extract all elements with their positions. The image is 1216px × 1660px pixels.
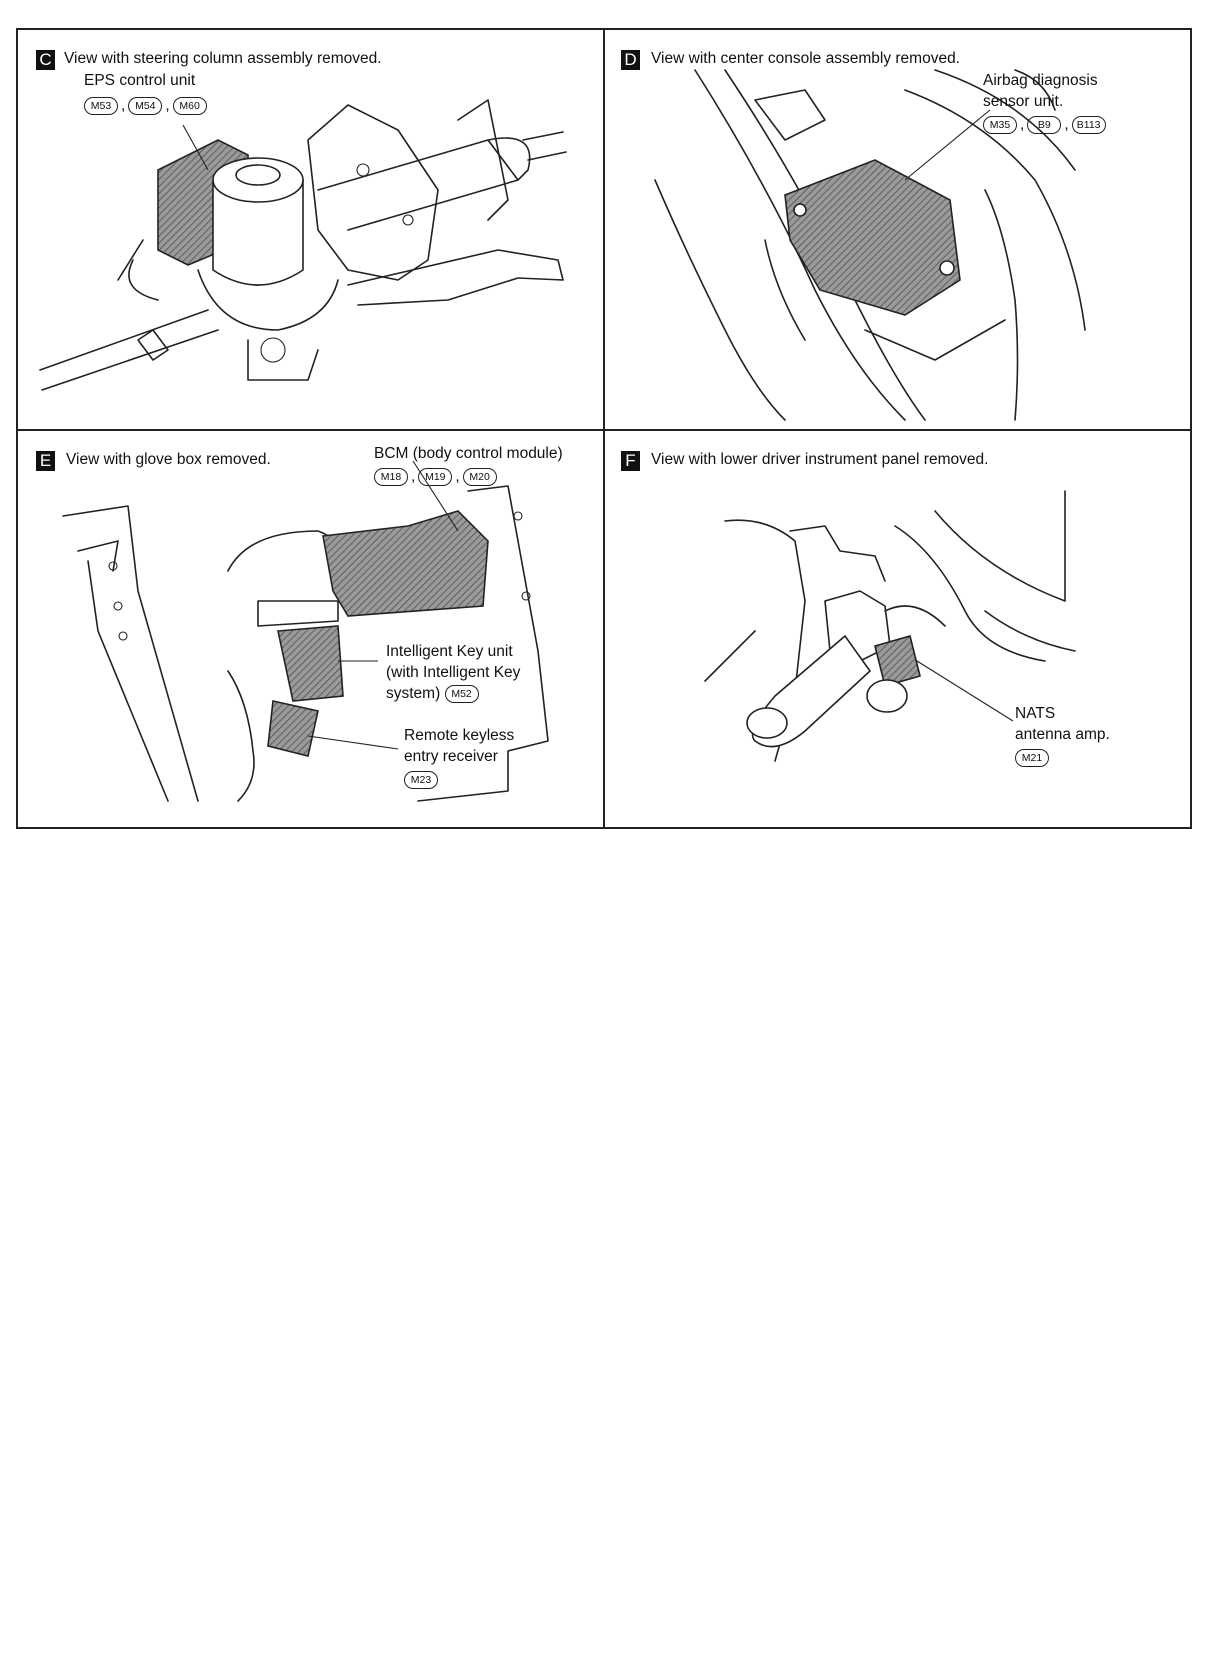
nats-label: NATS antenna amp. M21 [1015,703,1110,768]
connector-badge: M60 [172,96,207,115]
key-label-line: Intelligent Key unit [386,643,513,660]
airbag-label-line: sensor unit. [983,93,1064,110]
horizontal-divider [18,429,1190,431]
bcm-connectors: M18,M19,M20 [374,466,563,487]
connector-badge: B113 [1071,115,1106,134]
panel-f-title: View with lower driver instrument panel … [651,451,989,468]
panel-d-letter: D [621,50,640,70]
bcm-label: BCM (body control module) M18,M19,M20 [374,443,563,487]
connector-badge: B9 [1027,115,1062,134]
panel-c-title: View with steering column assembly remov… [64,50,382,67]
airbag-label-line: Airbag diagnosis [983,72,1098,89]
panel-f-letter: F [621,451,640,471]
remote-label-line: Remote keyless [404,727,515,744]
component-location-grid: C View with steering column assembly rem… [16,28,1192,829]
nats-connector-line: M21 [1015,747,1110,768]
intelligent-key-label: Intelligent Key unit (with Intelligent K… [386,641,520,704]
connector-badge: M35 [983,115,1017,134]
key-label-last-line: system) M52 [386,683,520,704]
remote-label-line: entry receiver [404,748,498,765]
bcm-label-line: BCM (body control module) [374,445,563,462]
remote-keyless-label: Remote keyless entry receiver M23 [404,725,514,790]
panel-f: F View with lower driver instrument pane… [605,431,1190,827]
connector-badge: M54 [128,96,163,115]
steering-column-illustration [39,99,567,391]
airbag-sensor-label: Airbag diagnosis sensor unit. M35,B9,B11… [983,70,1106,135]
driver-panel-illustration [704,490,1076,762]
panel-e: E View with glove box removed. BCM (body… [18,431,603,827]
vertical-divider [603,30,605,827]
panel-d-title: View with center console assembly remove… [651,50,960,67]
nats-label-line: antenna amp. [1015,726,1110,743]
key-label-line: system) [386,685,441,702]
connector-badge: M52 [444,684,479,703]
center-console-illustration [654,69,1086,421]
connector-badge: M53 [84,96,118,115]
eps-label-line: EPS control unit [84,72,196,89]
panel-c: C View with steering column assembly rem… [18,30,603,429]
connector-badge: M23 [404,770,438,789]
remote-connector-line: M23 [404,769,514,790]
connector-badge: M21 [1015,748,1049,767]
nats-label-line: NATS [1015,705,1056,722]
panel-e-title: View with glove box removed. [66,451,271,468]
eps-control-unit-label: EPS control unit M53,M54,M60 [84,70,207,116]
connector-badge: M18 [374,467,408,486]
connector-badge: M20 [462,467,497,486]
eps-connectors: M53,M54,M60 [84,95,207,116]
connector-badge: M19 [418,467,453,486]
airbag-connectors: M35,B9,B113 [983,114,1106,135]
glove-box-illustration [62,460,549,802]
key-label-line: (with Intelligent Key [386,664,521,681]
panel-c-letter: C [36,50,55,70]
panel-d: D View with center console assembly remo… [605,30,1190,429]
panel-e-letter: E [36,451,55,471]
